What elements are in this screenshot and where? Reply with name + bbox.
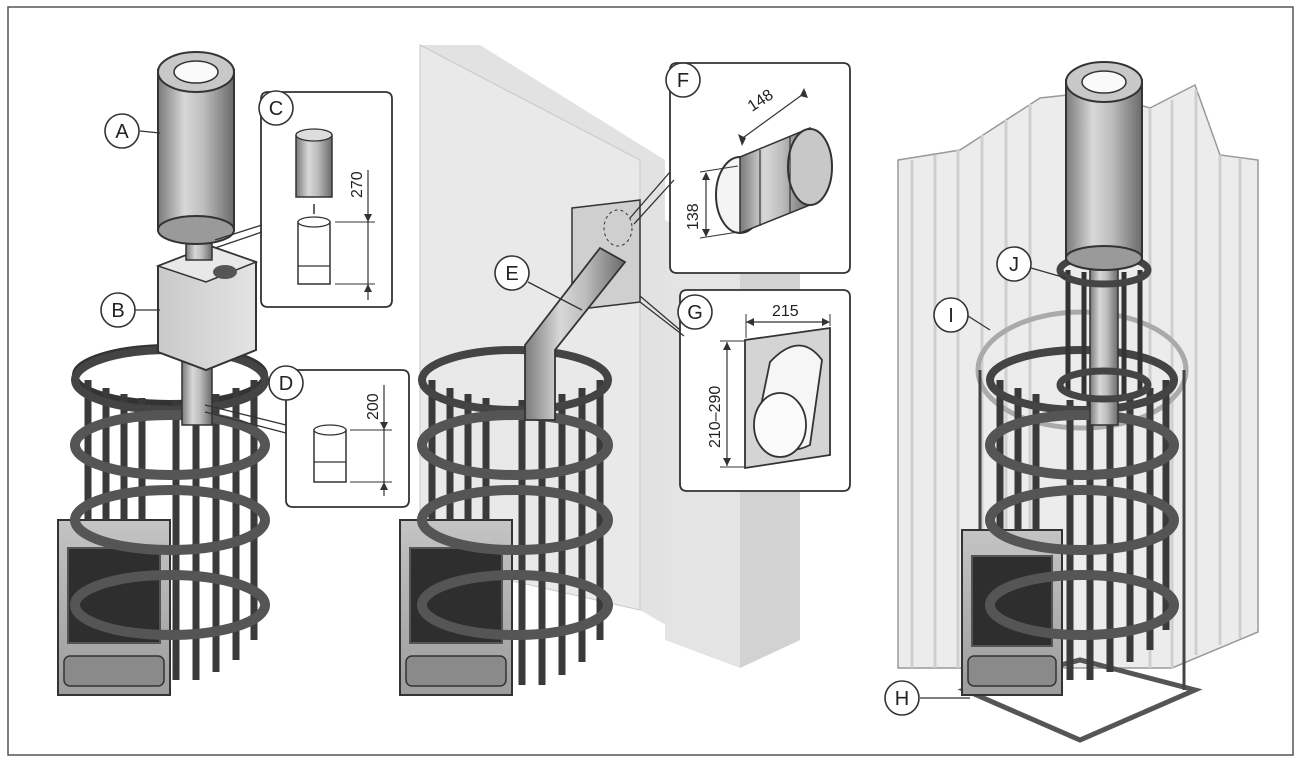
detail-box-c: 270 — [214, 91, 393, 308]
dim-g-height: 210–290 — [707, 386, 724, 448]
callout-c-label: C — [269, 98, 283, 120]
dim-c-height: 270 — [349, 171, 366, 198]
ring-adapter — [715, 126, 833, 235]
callout-g: G — [677, 294, 713, 330]
callout-f-label: F — [677, 70, 689, 92]
callout-d-label: D — [279, 373, 293, 395]
detail-box-g: 215 210–290 — [639, 289, 851, 492]
callout-b-label: B — [111, 300, 124, 322]
outer-frame — [7, 6, 1294, 756]
chimney-pipe-a — [157, 69, 235, 231]
callout-e: E — [494, 255, 583, 311]
callout-h: H — [884, 680, 970, 716]
callout-i: I — [933, 297, 991, 333]
dim-d-height: 200 — [365, 393, 382, 420]
detail-box-d: 200 — [204, 369, 410, 508]
detail-box-f: 148 138 — [629, 62, 851, 274]
callout-i-label: I — [948, 305, 954, 327]
callout-j-label: J — [1009, 254, 1019, 276]
callout-a: A — [104, 113, 161, 149]
right-stove — [957, 61, 1203, 743]
callout-g-label: G — [687, 302, 703, 324]
dim-g-width: 215 — [772, 303, 799, 320]
callout-j: J — [996, 246, 1067, 282]
angled-pipe-e — [524, 246, 627, 421]
callout-a-label: A — [115, 121, 129, 143]
middle-stove — [399, 246, 627, 696]
callout-d: D — [268, 365, 304, 401]
callout-h-label: H — [895, 688, 909, 710]
callout-e-label: E — [505, 263, 518, 285]
callout-c: C — [258, 90, 294, 126]
callout-b: B — [100, 292, 160, 328]
ash-drawer — [63, 655, 165, 687]
dim-f-diameter: 138 — [685, 203, 702, 230]
left-stove — [57, 51, 270, 696]
callout-f: F — [665, 62, 701, 98]
